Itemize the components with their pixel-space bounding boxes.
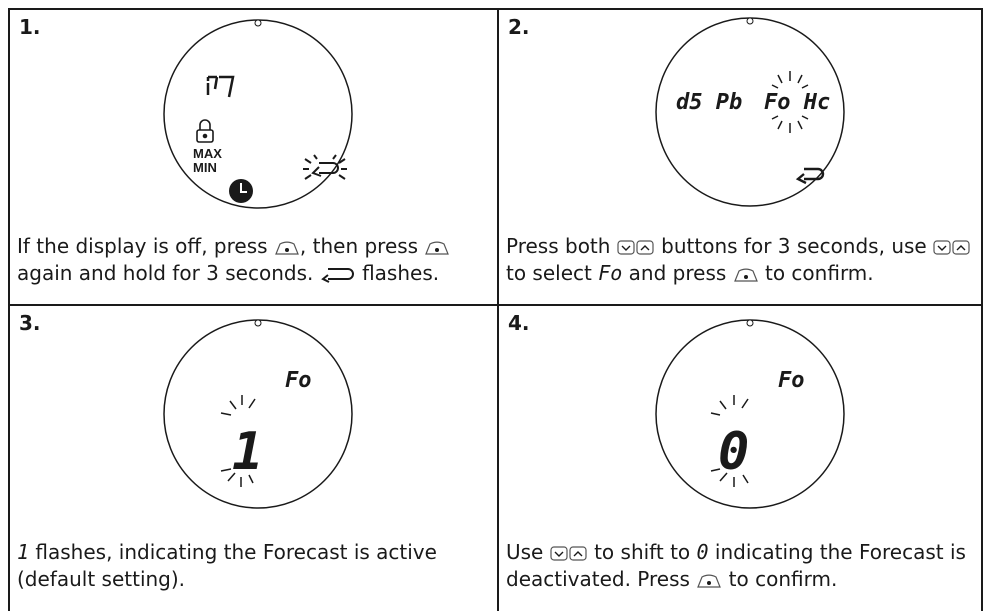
- return-arrow-icon: [795, 167, 825, 185]
- caption-line-2: deactivated. Press to confirm.: [506, 567, 838, 591]
- grid-line-middle: [8, 304, 982, 306]
- ok-button-icon: [425, 241, 450, 255]
- grid-line-left: [8, 8, 10, 611]
- forecast-code-text: Fo: [778, 368, 805, 393]
- left-segment-text: d5 Pb: [676, 90, 742, 115]
- caption-line-2: (default setting).: [17, 567, 186, 591]
- flash-rays-icon: [710, 395, 749, 487]
- return-arrow-icon: [320, 268, 354, 283]
- grid-line-center: [497, 8, 499, 611]
- arrow-buttons-icon: [933, 240, 970, 255]
- return-arrow-flashing-icon: [303, 154, 347, 180]
- caption-line-1: If the display is off, press , then pres…: [17, 233, 450, 260]
- ok-button-icon: [697, 574, 722, 588]
- step-1-cell: 1. MAX MIN: [9, 9, 497, 304]
- lock-icon: [196, 119, 214, 143]
- step-number: 3.: [19, 311, 41, 335]
- caption-line-1: Use to shift to 0 indicating the Forecas…: [506, 540, 966, 564]
- forecast-code-text: Fo: [285, 368, 312, 393]
- segment-code-text: 1: [17, 540, 30, 564]
- step-number: 1.: [19, 15, 41, 39]
- ok-button-icon: [733, 268, 758, 282]
- step-2-cell: 2. d5 Pb Fo Hc Press both buttons for 3 …: [498, 9, 981, 304]
- arrow-buttons-icon: [550, 546, 587, 561]
- arrow-buttons-icon: [617, 240, 654, 255]
- caption-line-1: Press both buttons for 3 seconds, use: [506, 233, 971, 260]
- segment-code-text: Fo: [598, 261, 623, 285]
- big-digit-text: 0: [718, 422, 749, 482]
- step-4-cell: 4. Fo 0 Use to shift to 0 indicating the…: [498, 305, 981, 611]
- ok-button-icon: [275, 241, 299, 255]
- step-number: 2.: [508, 15, 530, 39]
- menu-segment-icon: [206, 75, 235, 98]
- grid-line-top: [8, 8, 982, 10]
- right-segment-text: Fo Hc: [764, 90, 830, 115]
- segment-code-text: 0: [696, 540, 709, 564]
- caption-line-2: to select Fo and press to confirm.: [506, 261, 874, 285]
- caption-line-1: 1 flashes, indicating the Forecast is ac…: [17, 540, 437, 564]
- big-digit-text: 1: [232, 422, 263, 482]
- thermostat-display: Fo 0: [655, 319, 845, 509]
- min-label: MIN: [193, 160, 217, 175]
- flash-rays-icon: [220, 395, 256, 487]
- thermostat-display: d5 Pb Fo Hc: [655, 17, 845, 207]
- thermostat-display: Fo 1: [163, 319, 353, 509]
- step-number: 4.: [508, 311, 530, 335]
- step-3-cell: 3. Fo 1 1 flashes, indicating the Foreca…: [9, 305, 497, 611]
- thermostat-display: MAX MIN: [163, 19, 353, 209]
- clock-icon: [229, 179, 253, 203]
- grid-line-right: [981, 8, 983, 611]
- flash-rays-icon: [771, 71, 809, 133]
- caption-line-2: again and hold for 3 seconds. flashes.: [17, 261, 440, 285]
- max-label: MAX: [193, 146, 222, 161]
